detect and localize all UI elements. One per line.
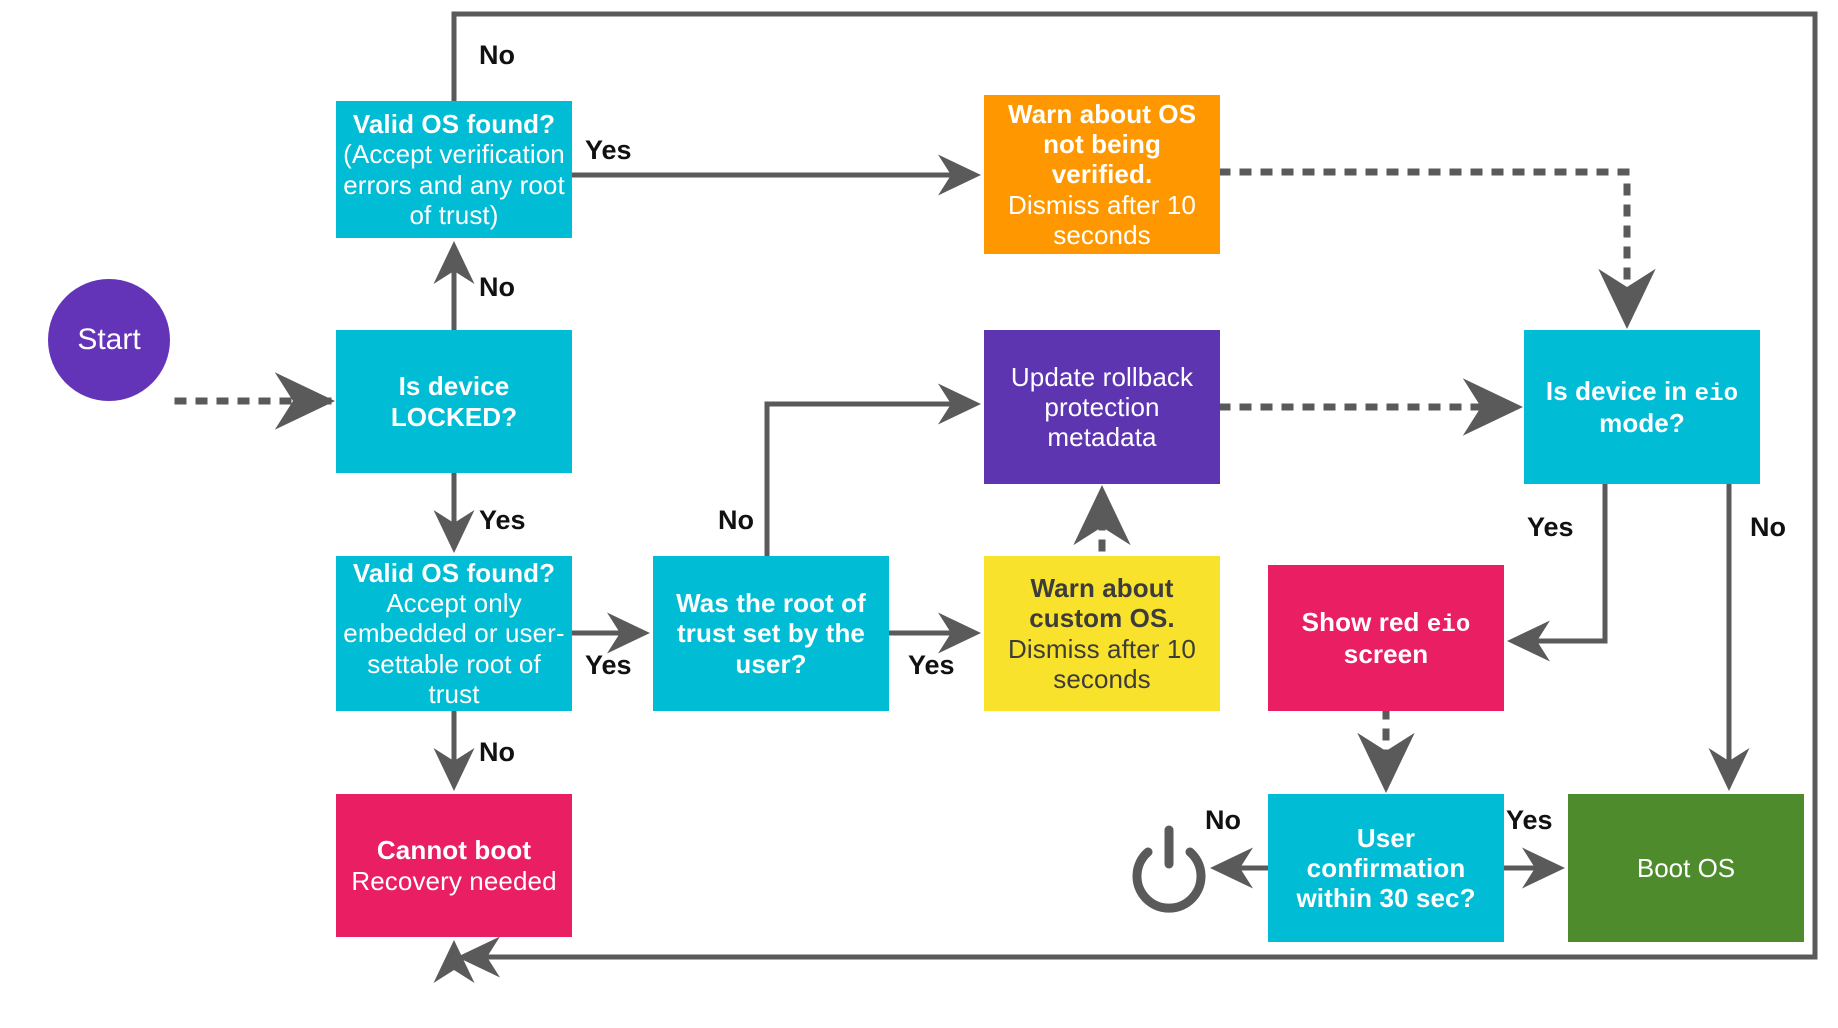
start-node-label: Start bbox=[77, 322, 141, 356]
node-subtitle: Recovery needed bbox=[351, 865, 557, 896]
decision-valid-os-locked[interactable]: Valid OS found? Accept only embedded or … bbox=[336, 556, 572, 711]
action-warn-custom-os[interactable]: Warn about custom OS. Dismiss after 10 s… bbox=[984, 556, 1220, 711]
decision-valid-os-unlocked[interactable]: Valid OS found? (Accept verification err… bbox=[336, 101, 572, 238]
edge-eio-yes bbox=[1506, 484, 1608, 662]
node-subtitle: Dismiss after 10 seconds bbox=[1008, 189, 1196, 250]
edge-label-no-root-of-trust: No bbox=[718, 505, 754, 535]
edge-label-yes-eio: Yes bbox=[1527, 512, 1574, 542]
node-subtitle: Is device LOCKED? bbox=[390, 371, 518, 432]
decision-user-confirmation[interactable]: User confirmation within 30 sec? bbox=[1268, 794, 1504, 942]
edge-label-yes-locked: Yes bbox=[479, 505, 526, 535]
edge-validos-unlocked-no-loop bbox=[451, 11, 1818, 978]
action-update-rollback-protection-metadata[interactable]: Update rollback protection metadata bbox=[984, 330, 1220, 484]
decision-root-of-trust-set-by-user[interactable]: Was the root of trust set by the user? bbox=[653, 556, 889, 711]
eio-prefix: Is device in bbox=[1545, 375, 1695, 406]
node-title: Valid OS found? bbox=[352, 558, 556, 589]
start-node[interactable]: Start bbox=[48, 279, 170, 401]
edge-label-no-eio: No bbox=[1750, 512, 1786, 542]
edge-label-yes-warn-custom: Yes bbox=[908, 650, 955, 680]
eio-keyword: eio bbox=[1694, 380, 1739, 408]
node-subtitle: (Accept verification errors and any root… bbox=[343, 139, 565, 230]
terminal-boot-os[interactable]: Boot OS bbox=[1568, 794, 1804, 942]
node-subtitle: Dismiss after 10 seconds bbox=[1008, 633, 1196, 694]
eio-suffix: mode? bbox=[1599, 408, 1685, 439]
decision-is-device-in-eio-mode[interactable]: Is device in eio mode? bbox=[1524, 330, 1760, 484]
decision-is-device-locked[interactable]: Is device LOCKED? bbox=[336, 330, 572, 473]
edge-label-no-top: No bbox=[479, 40, 515, 70]
redeio-prefix: Show red bbox=[1301, 606, 1427, 637]
edge-label-yes-user-confirm: Yes bbox=[1506, 805, 1553, 835]
action-warn-os-not-verified[interactable]: Warn about OS not being verified. Dismis… bbox=[984, 95, 1220, 254]
node-subtitle: Show red eio screen bbox=[1274, 607, 1498, 670]
action-show-red-eio-screen[interactable]: Show red eio screen bbox=[1268, 565, 1504, 711]
node-title: Warn about custom OS. bbox=[1029, 573, 1175, 634]
node-subtitle: Accept only embedded or user-settable ro… bbox=[343, 588, 565, 709]
edge-warnunverified-to-eio bbox=[1218, 168, 1656, 330]
edge-label-yes-warn: Yes bbox=[585, 135, 632, 165]
redeio-suffix: screen bbox=[1343, 639, 1429, 670]
edge-label-yes-root-of-trust: Yes bbox=[585, 650, 632, 680]
node-subtitle: User confirmation within 30 sec? bbox=[1296, 822, 1476, 914]
terminal-cannot-boot[interactable]: Cannot boot Recovery needed bbox=[336, 794, 572, 937]
edge-label-no-cannot-boot: No bbox=[479, 737, 515, 767]
edge-label-no-locked-up: No bbox=[479, 272, 515, 302]
node-title: Warn about OS not being verified. bbox=[1007, 99, 1197, 190]
node-subtitle: Is device in eio mode? bbox=[1530, 376, 1754, 439]
eio-keyword: eio bbox=[1426, 611, 1471, 639]
node-subtitle: Update rollback protection metadata bbox=[1010, 361, 1194, 453]
edge-label-no-user-confirm: No bbox=[1205, 805, 1241, 835]
node-subtitle: Boot OS bbox=[1636, 852, 1736, 883]
edge-rot-no bbox=[764, 383, 982, 556]
node-subtitle: Was the root of trust set by the user? bbox=[676, 588, 866, 679]
power-icon bbox=[1132, 825, 1206, 913]
node-title: Cannot boot bbox=[376, 835, 532, 866]
node-title: Valid OS found? bbox=[352, 109, 556, 140]
